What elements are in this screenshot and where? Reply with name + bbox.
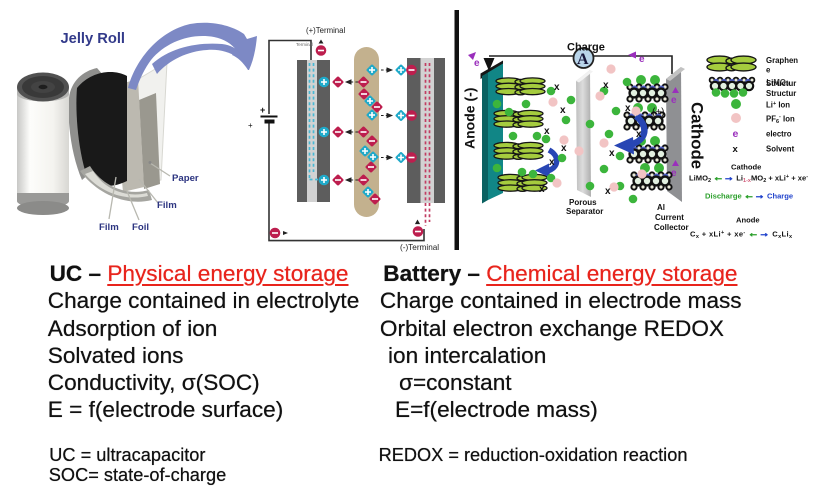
svg-text:x: x [554,82,560,93]
svg-text:Charge: Charge [567,42,605,54]
svg-text:Anode: Anode [736,216,760,225]
svg-text:x: x [539,184,545,195]
svg-text:Li+ Ion: Li+ Ion [766,101,790,110]
svg-text:electro: electro [766,130,792,139]
svg-text:x: x [603,80,609,91]
svg-text:x: x [636,129,642,140]
svg-text:Film: Film [99,222,119,233]
svg-text:x: x [544,126,550,137]
svg-text:Anode (-): Anode (-) [462,88,478,149]
svg-text:x: x [605,186,611,197]
svg-text:x: x [733,144,739,155]
svg-text:Terminal: Terminal [296,42,313,47]
svg-text:Foil: Foil [132,222,149,233]
svg-text:e: e [639,54,645,65]
svg-text:(+)Terminal: (+)Terminal [306,26,345,35]
svg-text:Porous: Porous [569,198,597,207]
svg-text:e: e [474,58,480,69]
svg-text:A: A [577,51,589,68]
svg-text:+: + [260,105,265,115]
svg-text:LiMO₂: LiMO₂ [766,78,789,87]
svg-text:Cathode: Cathode [688,102,707,169]
svg-text:Solvent: Solvent [766,145,795,154]
svg-text:x: x [625,103,631,114]
svg-text:Cx + xLi+ + xe- ←→ CxLix: Cx + xLi+ + xe- ←→ CxLix [690,228,793,241]
svg-text:Graphen: Graphen [766,56,798,65]
svg-text:x: x [560,105,566,116]
svg-text:Separator: Separator [566,207,603,216]
svg-text:+: + [248,121,253,130]
svg-text:Film: Film [157,200,177,211]
svg-text:Current: Current [655,213,684,222]
svg-text:(+): (+) [652,107,665,118]
svg-text:Structur: Structur [766,79,796,88]
svg-text:Jelly Roll: Jelly Roll [61,31,126,47]
svg-text:x: x [609,148,615,159]
svg-text:(-)Terminal: (-)Terminal [400,243,439,252]
svg-text:e: e [671,95,677,106]
svg-text:Structur: Structur [766,89,796,98]
svg-text:LiMO2 ←→ Li1-xMO2 + xLi+ + xe-: LiMO2 ←→ Li1-xMO2 + xLi+ + xe- [689,172,808,185]
svg-text:Al: Al [657,203,665,212]
svg-text:e: e [733,128,739,140]
svg-text:PF6- Ion: PF6- Ion [766,114,795,125]
svg-text:e: e [671,168,677,179]
svg-text:x: x [561,143,567,154]
svg-text:Discharge ←→ Charge: Discharge ←→ Charge [705,190,793,202]
svg-text:x: x [549,157,555,168]
svg-text:Cathode: Cathode [731,163,761,172]
svg-text:Collector: Collector [654,223,689,232]
svg-text:Paper: Paper [172,173,199,184]
svg-text:e: e [766,66,771,75]
